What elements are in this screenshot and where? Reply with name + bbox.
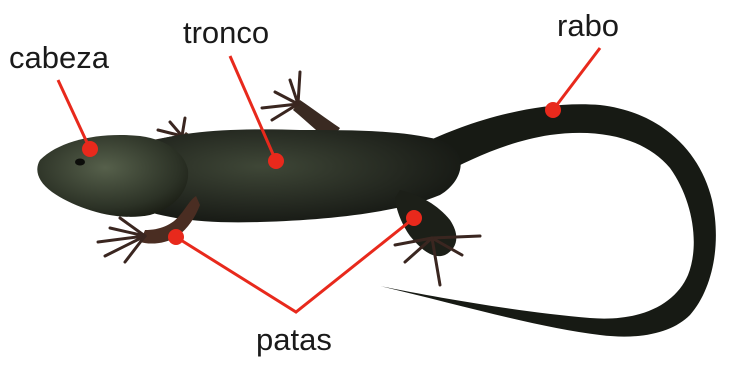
dot-tronco xyxy=(268,153,284,169)
pointer-line-rabo xyxy=(553,48,600,110)
label-tronco: tronco xyxy=(183,17,269,48)
pointer-line-cabeza xyxy=(58,80,90,149)
dot-rabo xyxy=(545,102,561,118)
dot-pata-trasera xyxy=(406,210,422,226)
pointer-line-patas xyxy=(176,218,414,312)
label-patas: patas xyxy=(256,324,332,355)
dot-pata-delantera xyxy=(168,229,184,245)
lizard-eye xyxy=(75,159,85,166)
back-upper-toes xyxy=(262,72,300,120)
front-lower-toes xyxy=(98,218,145,262)
label-rabo: rabo xyxy=(557,10,619,41)
lizard-head xyxy=(37,135,188,217)
dot-cabeza xyxy=(82,141,98,157)
label-cabeza: cabeza xyxy=(9,42,109,73)
